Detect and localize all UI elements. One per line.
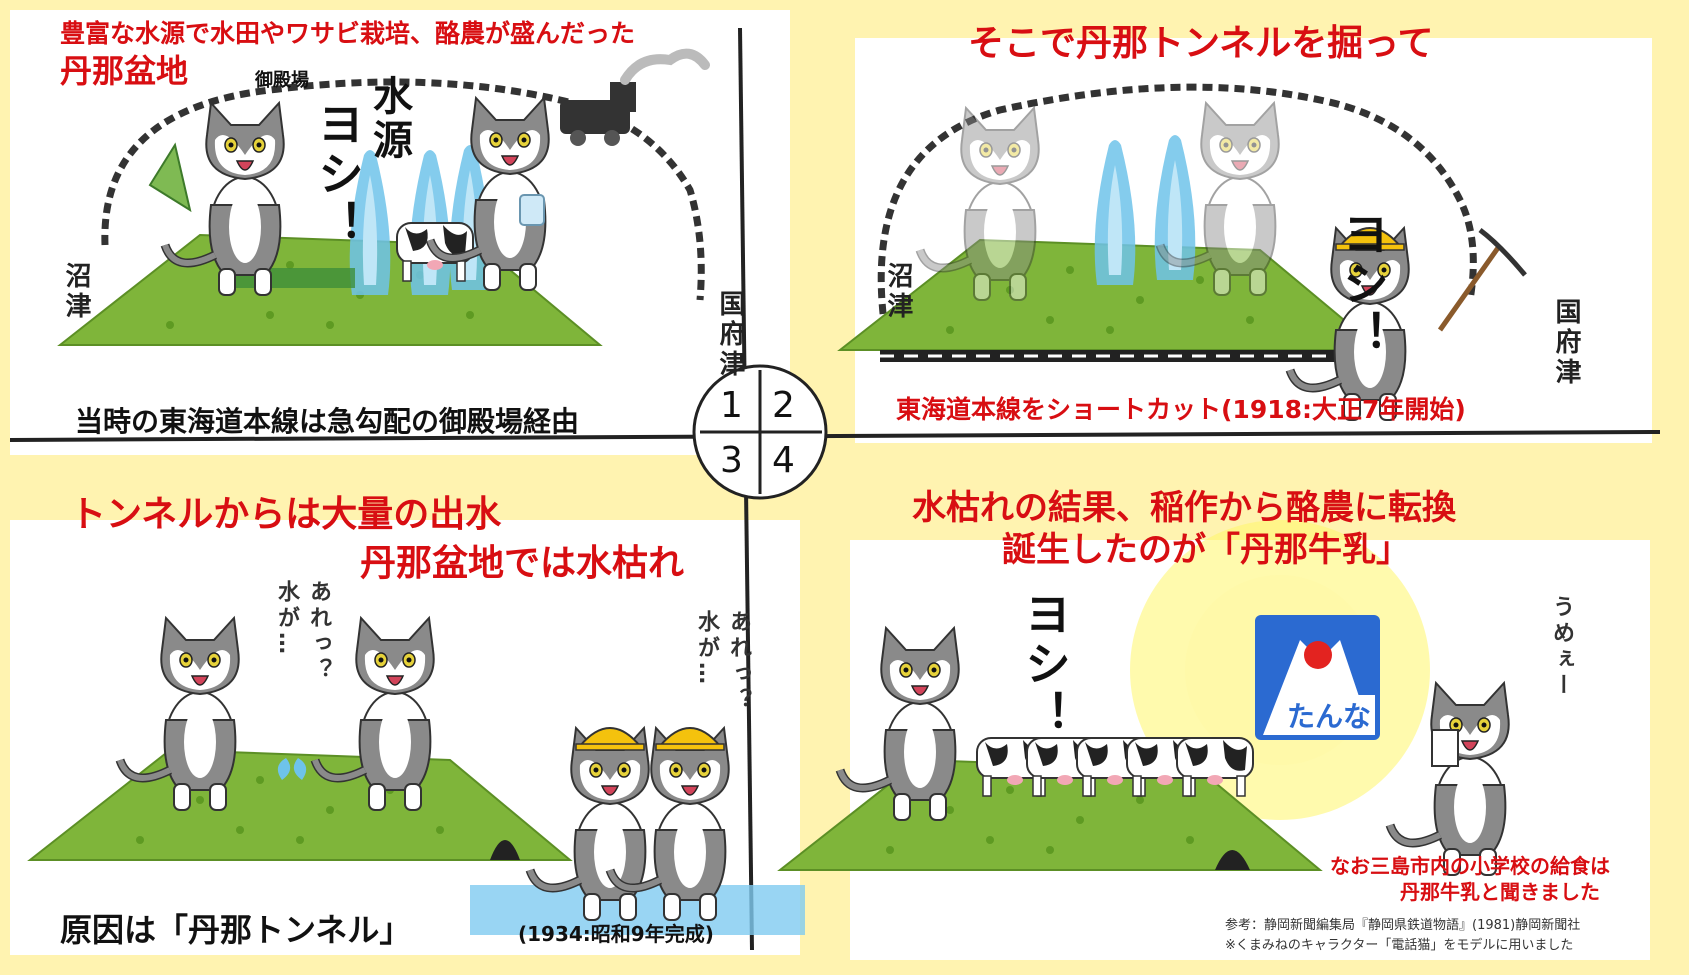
panel2-label-numazu: 沼津 xyxy=(883,262,913,322)
milk-brand-label: たんな xyxy=(1283,695,1376,735)
panel1-label-kozu: 国府津 xyxy=(715,290,745,380)
panel3-speech-right: あれっ？水が… xyxy=(694,610,751,714)
divider-horizontal xyxy=(9,430,1661,442)
cat-4a xyxy=(840,628,959,820)
panel4-note-line2: 丹那牛乳と聞きました xyxy=(1400,880,1600,904)
panel2-caption-top: そこで丹那トンネルを掘って xyxy=(968,23,1434,64)
pickaxe-icon xyxy=(1437,243,1503,332)
panel3-caption-bottom: 原因は「丹那トンネル」 xyxy=(60,911,412,949)
panel4-caption-top1: 水枯れの結果、稲作から酪農に転換 xyxy=(912,488,1456,528)
milk-carton-small-icon xyxy=(1431,729,1459,767)
panel1-label-gotemba: 御殿場 xyxy=(255,70,309,91)
panel3-speech-left: あれっ？水が… xyxy=(274,580,331,684)
railway-old xyxy=(877,83,1477,331)
panel2-caption-bottom: 東海道本線をショートカット(1918:大正7年開始) xyxy=(896,395,1466,424)
panel4-note-line1: なお三島市内の小学校の給食は xyxy=(1330,854,1610,878)
panel4-speech-umee: うめぇー xyxy=(1549,595,1574,699)
tunnel-water-flood xyxy=(470,885,805,935)
panel-number-2: 2 xyxy=(772,385,795,426)
panel1-caption-bottom: 当時の東海道本線は急勾配の御殿場経由 xyxy=(75,405,580,438)
panel1-caption-top: 豊富な水源で水田やワサビ栽培、酪農が盛んだった xyxy=(60,19,636,48)
tunnel-portal-3 xyxy=(490,840,520,860)
wasabi-icon xyxy=(148,142,192,213)
panel-number-1: 1 xyxy=(720,385,743,426)
water-glass-icon xyxy=(519,194,545,226)
panel1-label-numazu: 沼津 xyxy=(61,262,91,322)
panel1-speech-suigen: 水源 xyxy=(366,75,412,163)
panel1-speech-yoshi: ヨシ！ xyxy=(311,100,365,250)
railway-tunnel xyxy=(880,350,1350,362)
panel-number-4: 4 xyxy=(772,440,795,481)
panel3-caption-top2: 丹那盆地では水枯れ xyxy=(360,543,685,584)
panel3-caption-top1: トンネルからは大量の出水 xyxy=(70,494,502,535)
steam-locomotive-icon xyxy=(560,48,710,146)
panel1-caption-place: 丹那盆地 xyxy=(60,52,189,90)
panel4-speech-yoshi: ヨシ！ xyxy=(1018,590,1072,740)
panel2-speech-yoshi: ヨシ！ xyxy=(1336,210,1390,360)
tunnel-portal-4 xyxy=(1215,850,1250,870)
panel-number-3: 3 xyxy=(720,440,743,481)
reference-character: ※くまみねのキャラクター「電話猫」をモデルに用いました xyxy=(1225,938,1574,953)
cat-3a xyxy=(120,618,239,810)
panel4-caption-top2: 誕生したのが「丹那牛乳」 xyxy=(1002,530,1410,570)
panel3-caption-note: (1934:昭和9年完成) xyxy=(518,922,714,946)
reference-source: 参考：静岡新聞編集局『静岡県鉄道物語』(1981)静岡新聞社 xyxy=(1225,918,1581,933)
panel2-label-kozu: 国府津 xyxy=(1551,298,1581,388)
